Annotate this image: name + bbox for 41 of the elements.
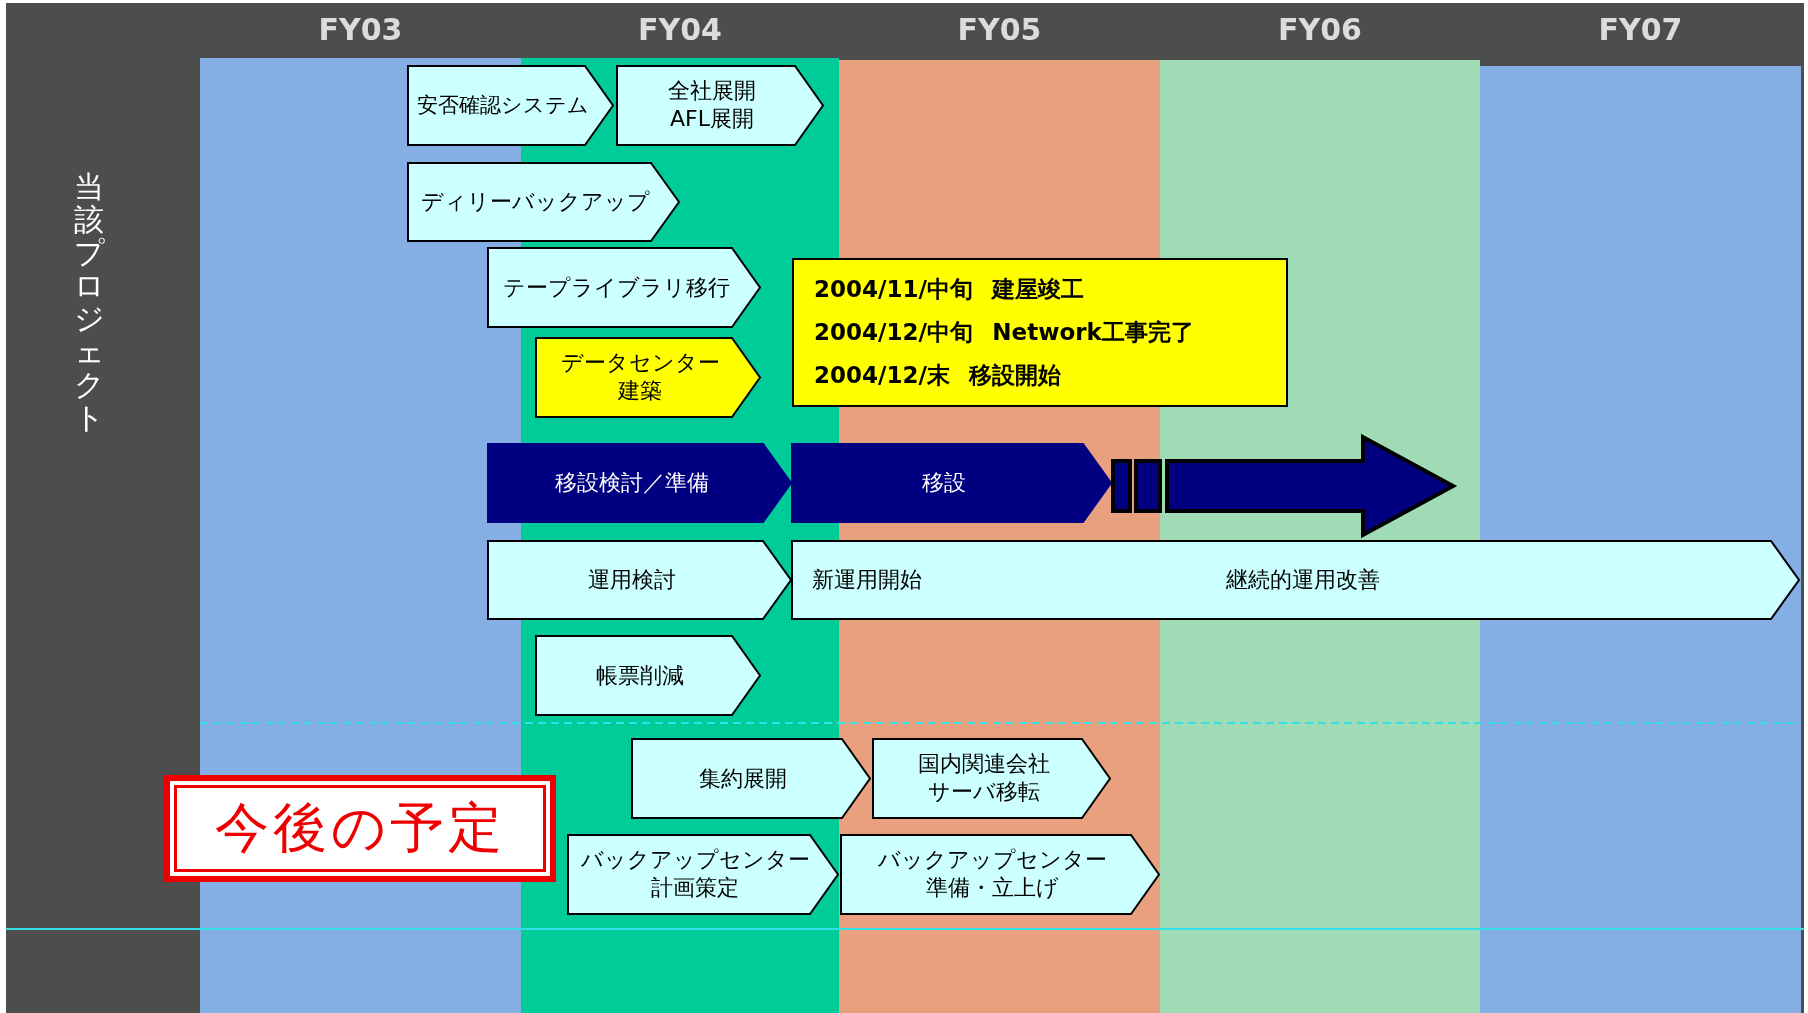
- fiscal-year-label: FY04: [638, 12, 722, 47]
- task-bar: [841, 835, 1159, 914]
- task-bar: [488, 248, 760, 327]
- task-label: 運用検討: [587, 565, 676, 594]
- task-bar: [632, 739, 870, 818]
- fiscal-year-label: FY05: [957, 12, 1042, 47]
- task-label: 移設検討／準備: [554, 468, 709, 497]
- task-bar: [568, 835, 838, 914]
- task-label: データセンター建築: [560, 348, 720, 406]
- task-label: 帳票削減: [596, 661, 684, 690]
- task-label: 全社展開AFL展開: [668, 76, 756, 134]
- stamp-box: [164, 775, 556, 882]
- task-bar: [408, 66, 613, 145]
- task-label: 新運用開始: [812, 565, 922, 594]
- task-label: 集約展開: [699, 764, 787, 793]
- task-label: 移設: [921, 468, 966, 497]
- task-bar: [536, 338, 760, 417]
- continuation-band: [1111, 434, 1455, 538]
- task-bar: [536, 636, 760, 715]
- task-label: 継続的運用改善: [1226, 565, 1380, 594]
- task-label: ディリーバックアップ: [421, 187, 650, 216]
- milestone-text: 2004/12/末 移設開始: [814, 361, 1063, 390]
- task-bar: [873, 739, 1110, 818]
- fiscal-year-label: FY07: [1598, 12, 1683, 47]
- milestone-text: 2004/11/中旬 建屋竣工: [814, 275, 1086, 304]
- fiscal-year-label: FY06: [1278, 12, 1362, 47]
- stamp-text: 今後の予定: [214, 795, 506, 861]
- section-label: 当該プロジェクト: [74, 170, 104, 434]
- fiscal-year-label: FY03: [318, 12, 403, 47]
- task-label: バックアップセンター計画策定: [580, 845, 810, 903]
- milestone-text: 2004/12/中旬 Network工事完了: [814, 318, 1195, 347]
- task-bar: [617, 66, 823, 145]
- task-label: バックアップセンター準備・立上げ: [877, 845, 1107, 903]
- phase-bar: [792, 444, 1111, 522]
- task-label: テープライブラリ移行: [502, 273, 730, 302]
- task-bar: [408, 163, 679, 241]
- task-label: 安否確認システム: [416, 91, 589, 119]
- task-label: 国内関連会社サーバ移転: [917, 749, 1050, 807]
- milestone-note: [792, 258, 1288, 407]
- phase-bar: [488, 444, 791, 522]
- task-bar: [488, 541, 791, 619]
